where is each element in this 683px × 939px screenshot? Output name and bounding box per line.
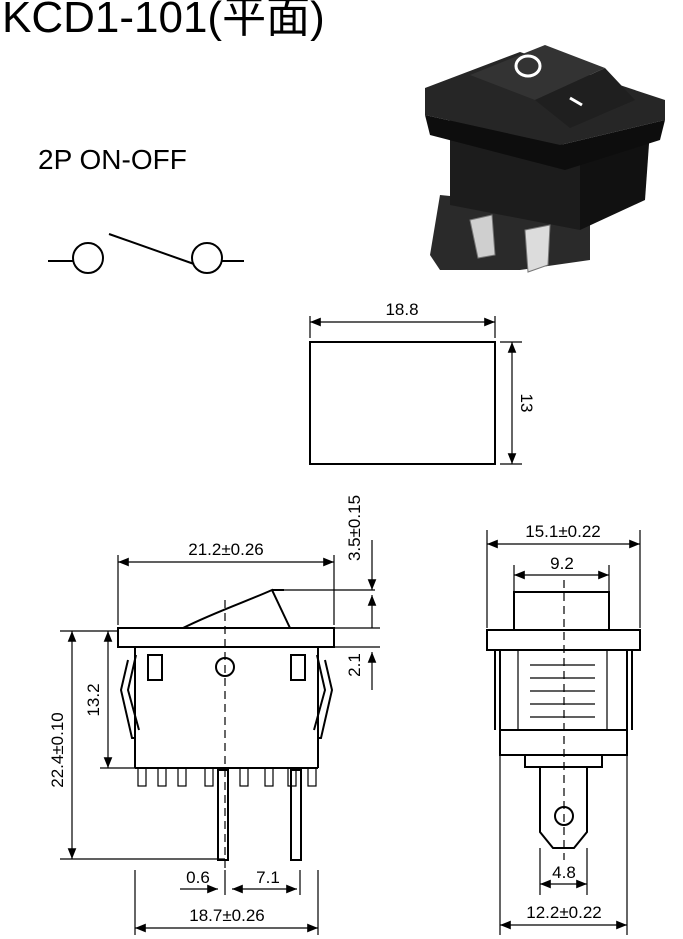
- switch-type-label: 2P ON-OFF: [38, 144, 187, 175]
- terminal-width-label: 4.8: [552, 863, 576, 882]
- bezel-thickness-label: 2.1: [345, 653, 364, 677]
- terminal: [217, 769, 229, 861]
- diagram-title: KCD1-101(平面): [2, 0, 325, 42]
- bezel-width-label: 21.2±0.26: [188, 540, 264, 559]
- cutout-height-label: 13: [517, 394, 536, 413]
- side-bezel-width-label: 15.1±0.22: [525, 522, 601, 541]
- terminal-icon: [469, 214, 496, 259]
- switch-product-illustration: [425, 45, 665, 273]
- body-height-label: 13.2: [84, 683, 103, 716]
- switch-schematic-symbol: [48, 233, 244, 274]
- off-symbol-icon: [514, 54, 542, 78]
- terminal-pitch-label: 7.1: [256, 868, 280, 887]
- terminal: [290, 769, 302, 861]
- rocker-width-label: 9.2: [550, 554, 574, 573]
- rocker-height-label: 3.5±0.15: [345, 495, 364, 561]
- terminal-offset-label: 0.6: [186, 868, 210, 887]
- total-height-label: 22.4±0.10: [48, 712, 67, 788]
- side-view: [486, 530, 641, 935]
- cutout-width-label: 18.8: [385, 300, 418, 319]
- on-symbol-icon: [569, 96, 583, 107]
- panel-cutout: [309, 316, 522, 465]
- terminal-icon: [524, 224, 551, 273]
- front-view: [60, 540, 380, 935]
- side-body-width-label: 12.2±0.22: [526, 903, 602, 922]
- body-width-bottom-label: 18.7±0.26: [189, 906, 265, 925]
